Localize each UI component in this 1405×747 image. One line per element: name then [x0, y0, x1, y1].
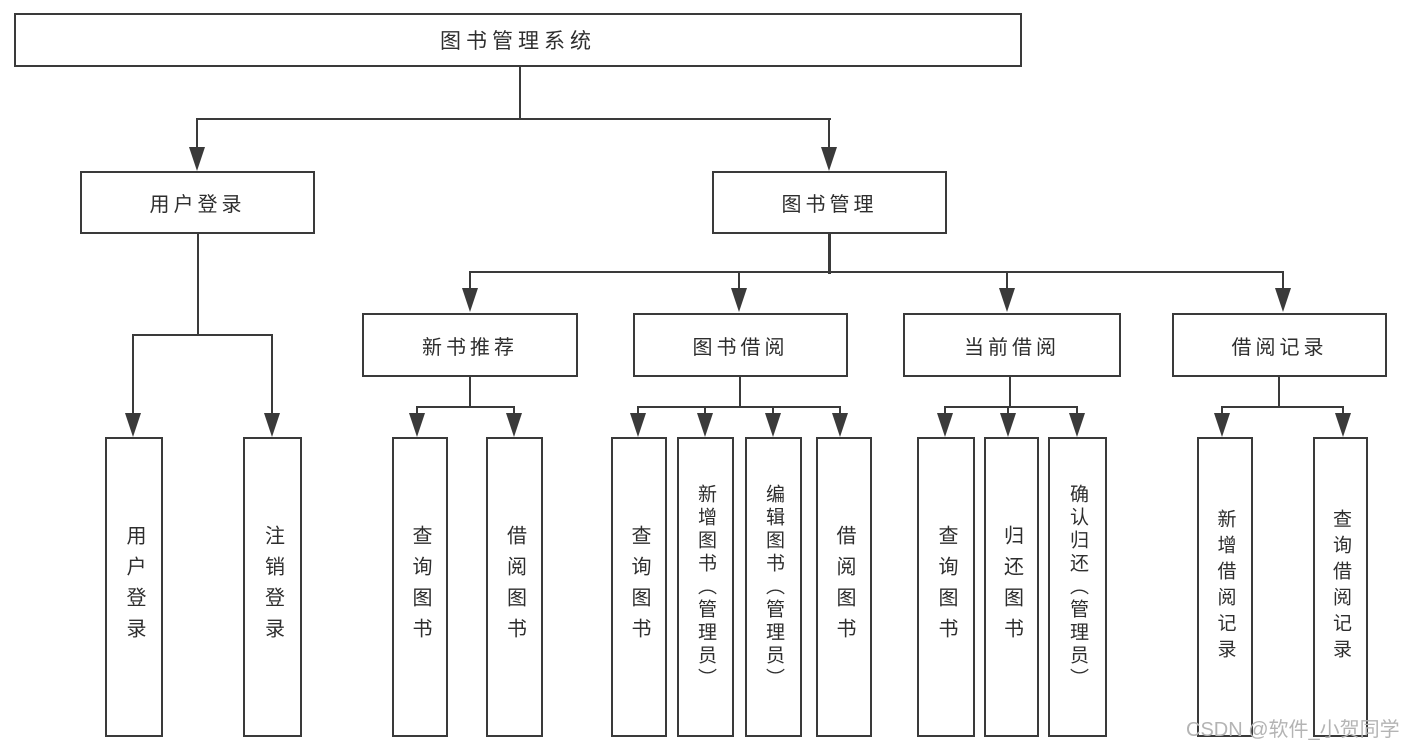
connector-line — [131, 333, 273, 337]
node-borrowing-records: 借阅记录 — [1172, 313, 1387, 377]
connector-line — [1006, 406, 1010, 415]
leaf-borrow-books-2: 借阅图书 — [816, 437, 872, 737]
watermark-csdn: CSDN @软件_小贺同学 — [1186, 719, 1400, 741]
node-new-book-recommend: 新书推荐 — [362, 313, 578, 377]
node-label: 借阅记录 — [1231, 336, 1328, 359]
connector-line — [196, 234, 200, 336]
connector-line — [468, 271, 472, 290]
connector-line — [943, 405, 1078, 409]
arrow-down-icon — [999, 288, 1015, 312]
connector-line — [1005, 271, 1009, 290]
node-current-borrowing: 当前借阅 — [903, 313, 1121, 377]
connector-line — [1277, 377, 1281, 408]
connector-line — [195, 117, 831, 121]
node-label: 用户登录 — [149, 194, 246, 216]
arrow-down-icon — [1069, 413, 1085, 437]
leaf-user-login: 用户登录 — [105, 437, 163, 737]
node-label: 当前借阅 — [964, 336, 1060, 359]
node-label: 注销登录 — [261, 525, 284, 649]
node-book-management: 图书管理 — [712, 171, 947, 234]
node-label: 查询图书 — [409, 525, 431, 649]
node-label: 图书管理 — [781, 194, 878, 216]
leaf-return-book: 归还图书 — [984, 437, 1039, 737]
arrow-down-icon — [937, 413, 953, 437]
connector-line — [270, 335, 274, 415]
node-label: 借阅图书 — [833, 525, 855, 649]
connector-line — [468, 270, 1284, 274]
leaf-edit-book-admin: 编辑图书（管理员） — [745, 437, 802, 737]
node-label: 图书借阅 — [692, 336, 789, 359]
connector-line — [1341, 406, 1345, 415]
arrow-down-icon — [821, 147, 837, 171]
node-label: 新书推荐 — [422, 336, 518, 359]
node-label: 编辑图书（管理员） — [763, 483, 784, 691]
leaf-confirm-return-admin: 确认归还（管理员） — [1048, 437, 1107, 737]
node-label: 查询图书 — [628, 525, 650, 649]
node-label: 确认归还（管理员） — [1067, 483, 1088, 691]
node-label: 借阅图书 — [503, 525, 526, 649]
connector-line — [827, 118, 831, 149]
connector-line — [415, 406, 419, 415]
arrow-down-icon — [697, 413, 713, 437]
arrow-down-icon — [1335, 413, 1351, 437]
node-label: 归还图书 — [1000, 525, 1023, 649]
connector-line — [1075, 406, 1079, 415]
arrow-down-icon — [1214, 413, 1230, 437]
arrow-down-icon — [506, 413, 522, 437]
arrow-down-icon — [409, 413, 425, 437]
connector-line — [195, 118, 199, 149]
connector-line — [1220, 406, 1224, 415]
connector-line — [771, 406, 775, 415]
leaf-logout: 注销登录 — [243, 437, 302, 737]
node-library-management-system: 图书管理系统 — [14, 13, 1022, 67]
arrow-down-icon — [630, 413, 646, 437]
arrow-down-icon — [462, 288, 478, 312]
connector-line — [838, 406, 842, 415]
arrow-down-icon — [264, 413, 280, 437]
leaf-borrow-books-1: 借阅图书 — [486, 437, 543, 737]
node-book-borrowing: 图书借阅 — [633, 313, 848, 377]
connector-line — [636, 405, 841, 409]
arrow-down-icon — [1000, 413, 1016, 437]
node-label: 图书管理系统 — [440, 30, 596, 53]
arrow-down-icon — [765, 413, 781, 437]
connector-line — [828, 234, 831, 274]
arrow-down-icon — [731, 288, 747, 312]
arrow-down-icon — [832, 413, 848, 437]
connector-line — [738, 377, 742, 408]
connector-line — [1220, 405, 1344, 409]
connector-line — [1008, 377, 1012, 408]
connector-line — [943, 406, 947, 415]
node-label: 新增借阅记录 — [1214, 509, 1236, 665]
arrow-down-icon — [1275, 288, 1291, 312]
connector-line — [703, 406, 707, 415]
leaf-query-books-1: 查询图书 — [392, 437, 448, 737]
connector-line — [1281, 271, 1285, 290]
arrow-down-icon — [125, 413, 141, 437]
leaf-query-borrow-record: 查询借阅记录 — [1313, 437, 1368, 737]
connector-line — [415, 405, 515, 409]
connector-line — [468, 377, 472, 408]
leaf-add-borrow-record: 新增借阅记录 — [1197, 437, 1253, 737]
leaf-query-books-3: 查询图书 — [917, 437, 975, 737]
connector-line — [131, 335, 135, 415]
connector-line — [737, 271, 741, 290]
node-label: 查询图书 — [935, 525, 957, 649]
node-label: 用户登录 — [123, 525, 145, 649]
node-label: 新增图书（管理员） — [695, 483, 716, 691]
arrow-down-icon — [189, 147, 205, 171]
connector-line — [518, 67, 522, 120]
connector-line — [636, 406, 640, 415]
leaf-query-books-2: 查询图书 — [611, 437, 667, 737]
node-label: 查询借阅记录 — [1330, 509, 1351, 665]
connector-line — [512, 406, 516, 415]
node-user-login: 用户登录 — [80, 171, 315, 234]
leaf-add-book-admin: 新增图书（管理员） — [677, 437, 734, 737]
